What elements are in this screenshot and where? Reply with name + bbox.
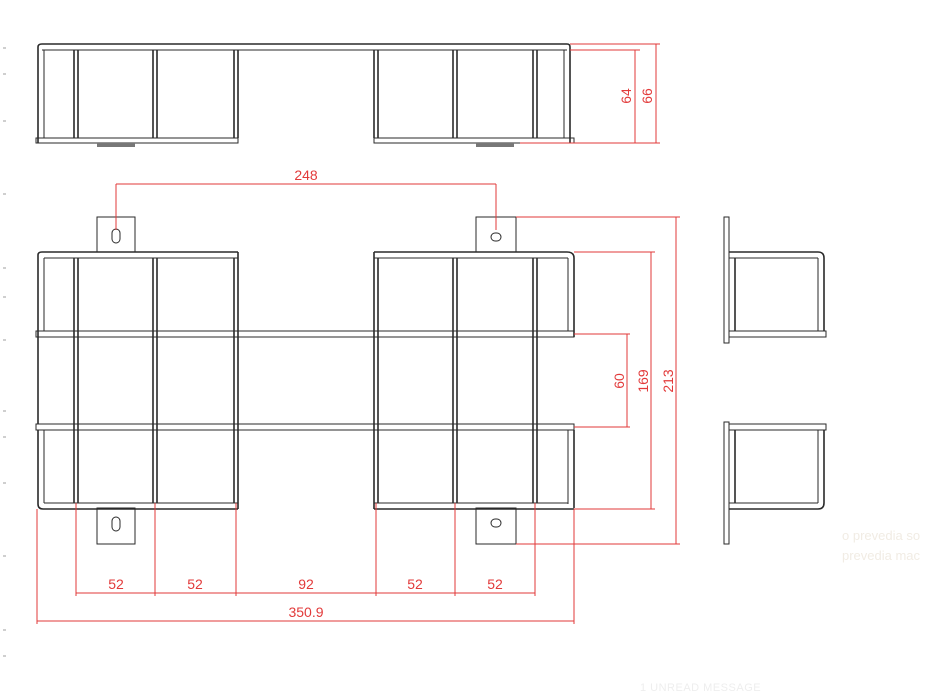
dim-label-bay-middle: 92 (298, 576, 314, 592)
dim-label-169: 169 (635, 369, 651, 393)
plan-view (35, 216, 575, 545)
left-ruler-ticks (3, 47, 6, 657)
dimension-tab-spacing-248: 248 (115, 167, 497, 230)
unread-message-notice[interactable]: 1 UNREAD MESSAGE (640, 682, 762, 694)
dim-label-60: 60 (611, 373, 627, 389)
dimension-height-64: 64 66 (520, 43, 660, 144)
dim-label-350-9: 350.9 (288, 604, 323, 620)
overlay-caption-line2: prevedia mac (842, 548, 921, 563)
dimension-bays: 52 52 92 52 52 (75, 503, 536, 596)
dim-label-66: 66 (639, 88, 655, 104)
side-view (723, 216, 827, 545)
dim-label-213: 213 (660, 369, 676, 393)
dimension-overall-width: 350.9 (36, 509, 575, 624)
dim-label-bay-5: 52 (487, 576, 503, 592)
dim-label-bay-2: 52 (187, 576, 203, 592)
overlay-caption-line1: o prevedia so (842, 528, 921, 543)
dim-label-bay-1: 52 (108, 576, 124, 592)
dimension-heights-plan: 60 169 213 (516, 216, 680, 545)
top-elevation-view (35, 43, 575, 147)
dim-label-248: 248 (294, 167, 318, 183)
dim-label-64: 64 (618, 88, 634, 104)
dim-label-bay-4: 52 (407, 576, 423, 592)
